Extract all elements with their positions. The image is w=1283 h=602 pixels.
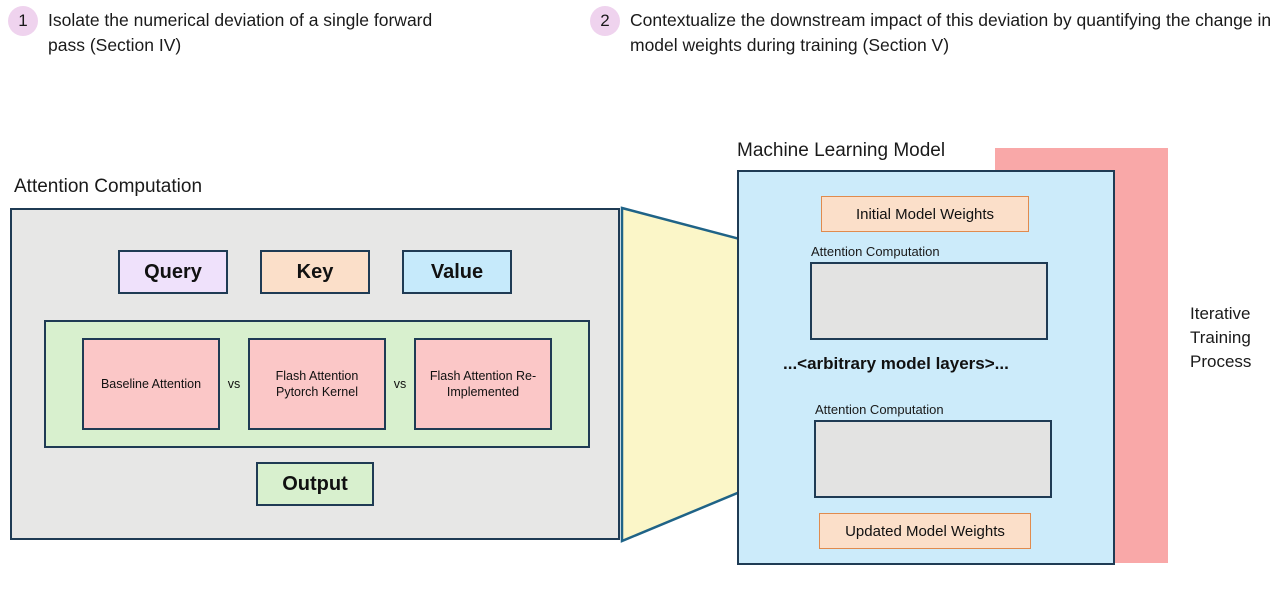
attention-comparison-band: Baseline Attention vs Flash Attention Py…	[44, 320, 590, 448]
method-box-flash-attention-pytorch-kernel: Flash Attention Pytorch Kernel	[248, 338, 386, 430]
attention-slot-2-caption: Attention Computation	[815, 402, 944, 417]
key-box: Key	[260, 250, 370, 294]
vs-label-2: vs	[393, 377, 407, 391]
attention-slot-1-box	[810, 262, 1048, 340]
query-box: Query	[118, 250, 228, 294]
attention-slot-2-box	[814, 420, 1052, 498]
iterative-label-line-1: Iterative	[1190, 304, 1251, 323]
iterative-training-process-label: Iterative Training Process	[1190, 302, 1251, 374]
method-box-baseline-attention: Baseline Attention	[82, 338, 220, 430]
qkv-input-row: Query Key Value	[12, 250, 618, 294]
attention-slot-1-caption: Attention Computation	[811, 244, 940, 259]
step-text-2: Contextualize the downstream impact of t…	[630, 10, 1272, 55]
vs-label-1: vs	[227, 377, 241, 391]
output-box: Output	[256, 462, 374, 506]
attention-computation-panel: Query Key Value Baseline Attention vs Fl…	[10, 208, 620, 540]
step-badge-2: 2	[590, 6, 620, 36]
step-item-2: 2 Contextualize the downstream impact of…	[590, 6, 1280, 58]
method-box-flash-attention-re-implemented: Flash Attention Re-Implemented	[414, 338, 552, 430]
attention-panel-caption: Attention Computation	[14, 176, 203, 197]
iterative-label-line-3: Process	[1190, 352, 1252, 371]
arbitrary-model-layers-label: ...<arbitrary model layers>...	[783, 354, 1009, 373]
ml-panel-caption: Machine Learning Model	[737, 140, 946, 161]
step-badge-1: 1	[8, 6, 38, 36]
updated-model-weights-box: Updated Model Weights	[819, 513, 1031, 549]
value-box: Value	[402, 250, 512, 294]
step-text-1: Isolate the numerical deviation of a sin…	[48, 10, 433, 55]
machine-learning-model-panel: Initial Model Weights Attention Computat…	[737, 170, 1115, 565]
initial-model-weights-box: Initial Model Weights	[821, 196, 1029, 232]
iterative-label-line-2: Training	[1190, 328, 1251, 347]
step-item-1: 1 Isolate the numerical deviation of a s…	[8, 6, 548, 58]
